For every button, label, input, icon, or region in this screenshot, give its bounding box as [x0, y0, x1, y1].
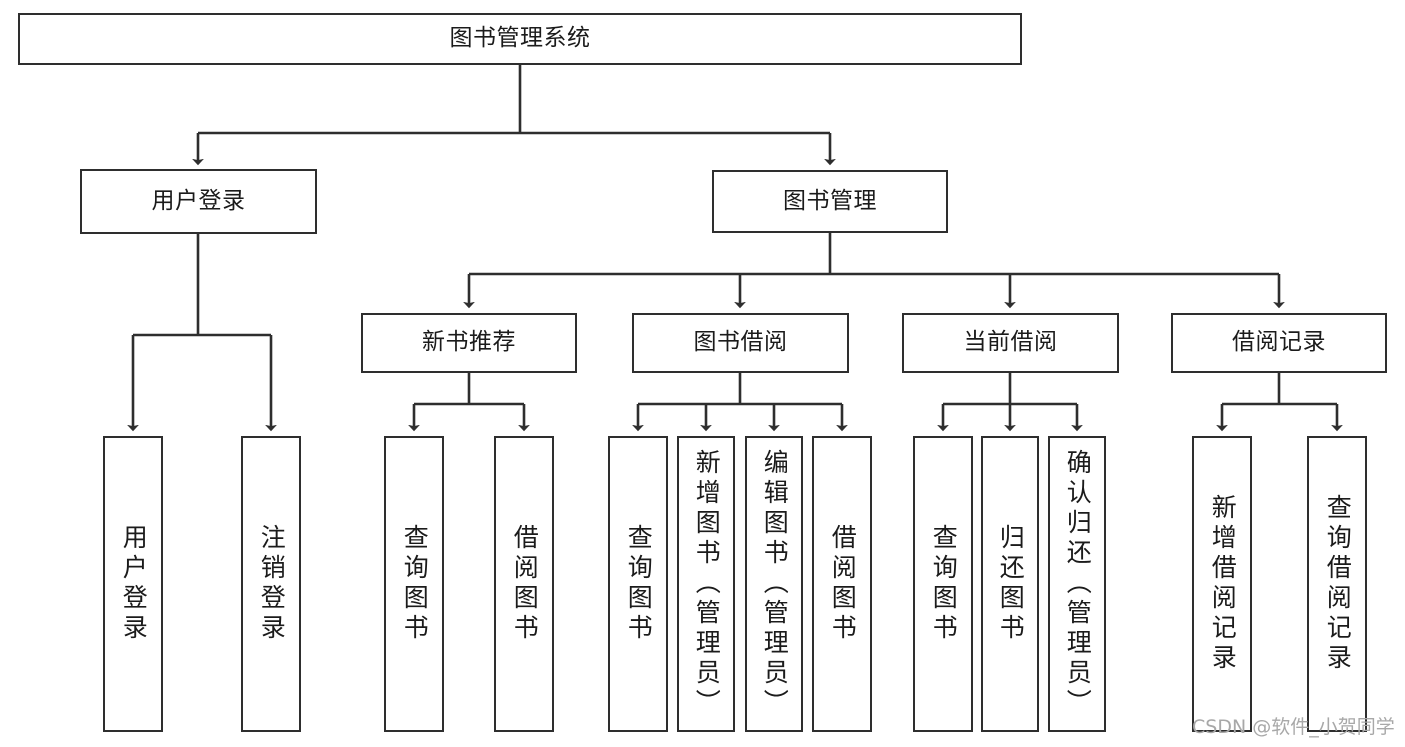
node-label: 借阅图书	[828, 524, 858, 644]
node-user-login[interactable]: 用户登录	[80, 169, 317, 234]
node-book-borrow[interactable]: 图书借阅	[632, 313, 849, 373]
node-root-system[interactable]: 图书管理系统	[18, 13, 1022, 65]
node-label: 查询图书	[624, 524, 654, 644]
node-label: 借阅图书	[510, 524, 540, 644]
node-borrow-record[interactable]: 借阅记录	[1171, 313, 1387, 373]
node-label: 查询图书	[929, 524, 959, 644]
node-label: 图书借阅	[693, 329, 788, 356]
node-leaf-query-book-3[interactable]: 查询图书	[913, 436, 973, 732]
node-label: 新增图书（管理员）	[692, 449, 722, 719]
node-leaf-borrow-book-2[interactable]: 借阅图书	[812, 436, 872, 732]
node-label: 图书管理系统	[449, 25, 591, 52]
node-book-management[interactable]: 图书管理	[712, 170, 948, 233]
node-leaf-query-book-2[interactable]: 查询图书	[608, 436, 668, 732]
node-label: 编辑图书（管理员）	[760, 449, 790, 719]
watermark-text: CSDN @软件_小贺同学	[1192, 716, 1395, 738]
node-label: 用户登录	[151, 187, 246, 214]
node-label: 归还图书	[996, 524, 1026, 644]
node-new-book-recommend[interactable]: 新书推荐	[361, 313, 577, 373]
node-leaf-borrow-book-1[interactable]: 借阅图书	[494, 436, 554, 732]
node-leaf-user-login[interactable]: 用户登录	[103, 436, 163, 732]
node-label: 新增借阅记录	[1208, 494, 1238, 674]
node-label: 用户登录	[119, 524, 149, 644]
node-leaf-query-book-1[interactable]: 查询图书	[384, 436, 444, 732]
node-label: 新书推荐	[422, 329, 516, 356]
node-label: 查询图书	[400, 524, 430, 644]
node-label: 借阅记录	[1232, 329, 1326, 356]
node-label: 查询借阅记录	[1323, 494, 1353, 674]
node-leaf-logout[interactable]: 注销登录	[241, 436, 301, 732]
node-label: 当前借阅	[963, 329, 1058, 356]
node-leaf-add-book[interactable]: 新增图书（管理员）	[677, 436, 735, 732]
node-label: 注销登录	[257, 524, 287, 644]
node-label: 确认归还（管理员）	[1063, 449, 1093, 719]
node-current-borrow[interactable]: 当前借阅	[902, 313, 1119, 373]
node-leaf-edit-book[interactable]: 编辑图书（管理员）	[745, 436, 803, 732]
node-label: 图书管理	[783, 187, 877, 214]
node-leaf-query-record[interactable]: 查询借阅记录	[1307, 436, 1367, 732]
node-leaf-add-record[interactable]: 新增借阅记录	[1192, 436, 1252, 732]
node-leaf-return-book[interactable]: 归还图书	[981, 436, 1039, 732]
node-leaf-confirm-return[interactable]: 确认归还（管理员）	[1048, 436, 1106, 732]
